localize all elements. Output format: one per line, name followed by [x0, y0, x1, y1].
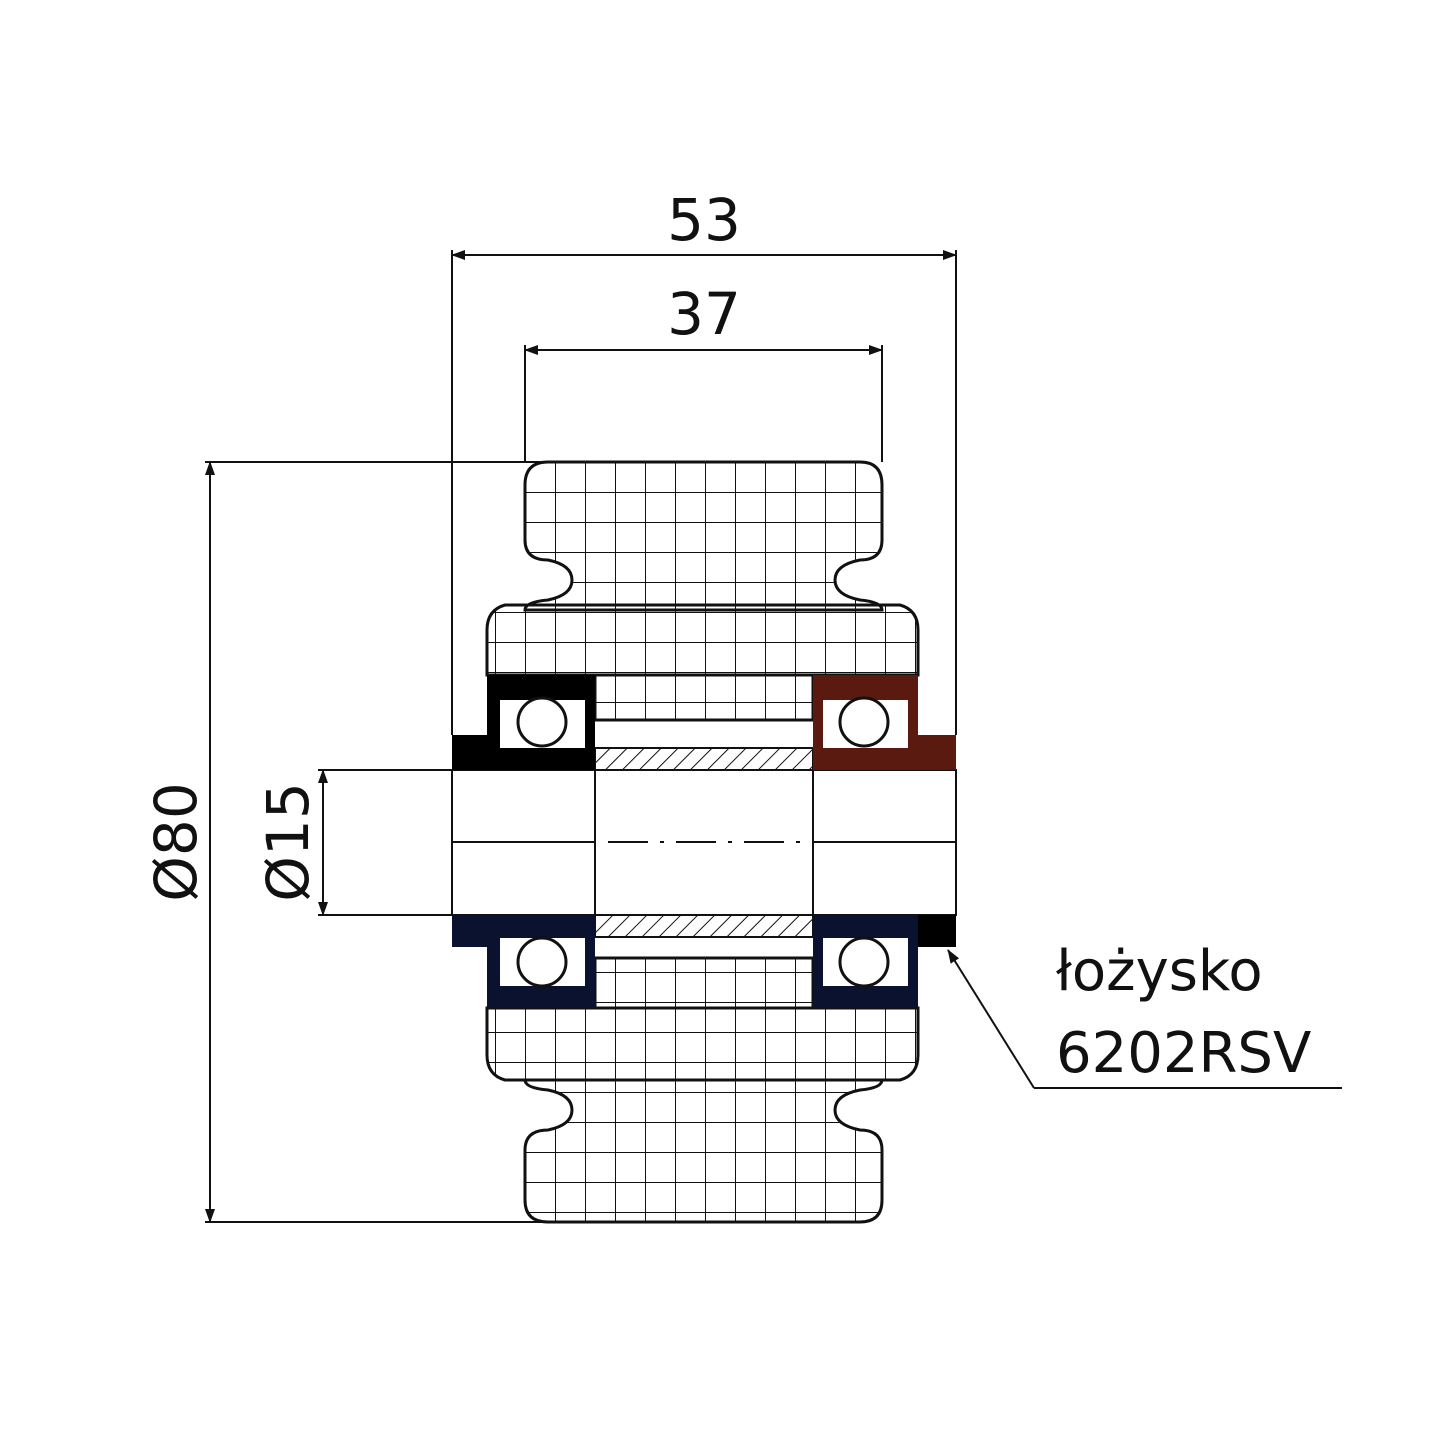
bore-diameter-value: Ø15 — [254, 782, 322, 901]
ball — [516, 696, 568, 748]
dimension-tread-width: 37 — [524, 280, 883, 462]
bearing-callout: łożysko 6202RSV — [947, 939, 1342, 1089]
tread-bottom — [523, 1078, 884, 1224]
dimension-bore-diameter: Ø15 — [254, 769, 452, 916]
hub-top — [485, 603, 920, 677]
bearing-label-line1: łożysko — [1056, 939, 1263, 1004]
bearing-label-line2: 6202RSV — [1056, 1021, 1311, 1086]
sleeve-hatch-bottom — [594, 914, 814, 938]
outer-diameter-value: Ø80 — [142, 782, 210, 901]
bearing-bottom-right — [813, 915, 956, 1008]
wheel-body — [485, 460, 920, 1224]
hub-bottom-inner — [593, 956, 815, 1010]
hub-top-inner — [593, 673, 815, 722]
tread-top — [523, 460, 884, 612]
bearing-top-right — [813, 675, 956, 770]
dimension-overall-width: 53 — [451, 186, 957, 735]
ball — [516, 936, 568, 988]
ball — [838, 936, 890, 988]
dimension-outer-diameter: Ø80 — [142, 461, 548, 1223]
ball — [838, 696, 890, 748]
hub-bottom — [485, 1006, 920, 1082]
tread-width-value: 37 — [667, 280, 741, 348]
sleeve-hatch-top — [594, 747, 814, 771]
bearing-top-left — [452, 675, 595, 770]
bearing-bottom-left — [452, 915, 595, 1008]
overall-width-value: 53 — [667, 186, 741, 254]
